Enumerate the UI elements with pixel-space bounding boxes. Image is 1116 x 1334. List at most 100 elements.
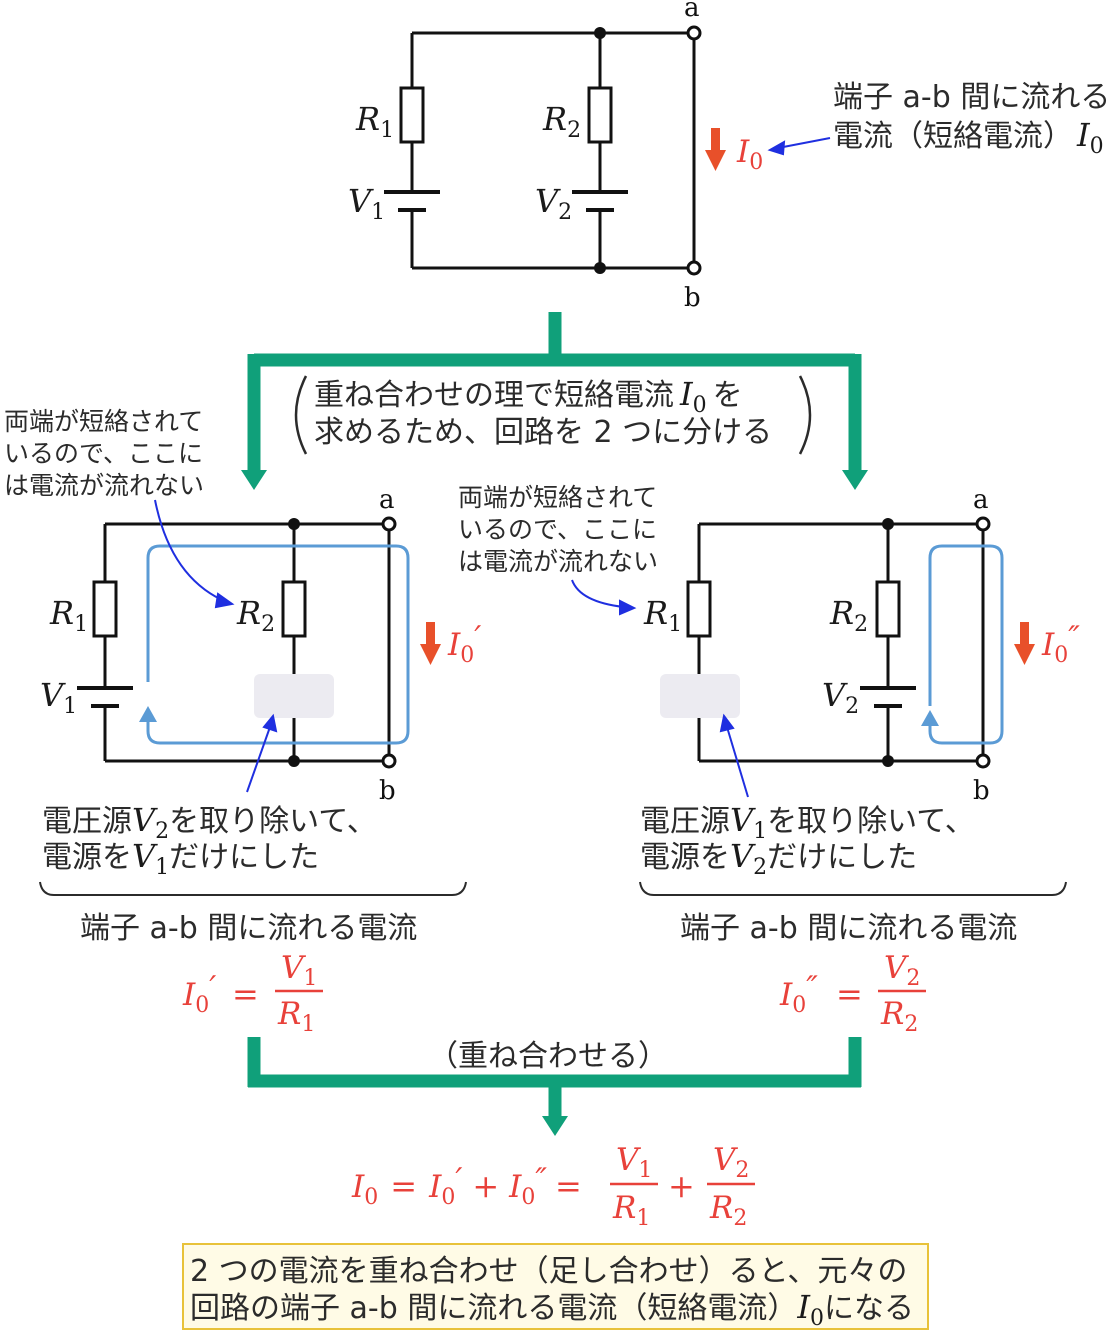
resistor-r1	[92, 580, 118, 638]
terminal-a-label: a	[684, 0, 700, 23]
removed-source-v2	[254, 674, 334, 718]
terminal-a	[686, 25, 702, 41]
right-brace	[639, 881, 1067, 896]
terminal-b	[975, 753, 991, 769]
right-removed-pointer	[719, 713, 749, 798]
merge-flow-arrow	[247, 1037, 862, 1118]
top-circuit	[384, 31, 696, 270]
formula-v2: V2	[884, 950, 920, 991]
right-note-line3: は電流が流れない	[458, 547, 658, 576]
formula-r1: R1	[277, 996, 315, 1037]
right-note-line2: いるので、ここに	[458, 515, 657, 544]
junction-dot	[882, 755, 894, 767]
terminal-b-label: b	[684, 283, 701, 313]
terminal-a-label: a	[973, 485, 989, 515]
removed-source-v1	[660, 674, 740, 718]
left-current-label: 端子 a-b 間に流れる電流	[80, 911, 417, 946]
right-current-label: 端子 a-b 間に流れる電流	[680, 911, 1017, 946]
junction-dot	[594, 27, 606, 39]
final-v1: V1	[616, 1142, 652, 1183]
left-note-pointer	[154, 499, 235, 609]
equals-sign: =	[836, 975, 863, 1013]
equals-sign: =	[232, 975, 259, 1013]
current-arrow-i0-prime	[420, 622, 441, 665]
left-formula: I0′ = V1 R1	[182, 950, 323, 1037]
current-arrow-i0	[705, 128, 726, 171]
terminal-b-label: b	[379, 776, 396, 806]
i0-dprime-label: I0″	[1041, 620, 1080, 668]
final-r2: R2	[709, 1190, 747, 1231]
terminal-a	[975, 516, 991, 532]
right-caption-line1: 電圧源V1を取り除いて、	[640, 801, 975, 844]
conclusion-box	[182, 1243, 929, 1330]
left-note-line3: は電流が流れない	[4, 471, 204, 500]
conclusion-line1: 2 つの電流を重ね合わせ（足し合わせ）ると、元々の	[190, 1254, 907, 1289]
r2-label: R2	[829, 594, 868, 637]
left-brace	[39, 881, 467, 896]
paren-right	[798, 375, 812, 455]
r2-label: R2	[542, 100, 581, 143]
right-caption-line2: 電源をV2だけにした	[640, 837, 917, 880]
conclusion-line2: 回路の端子 a-b 間に流れる電流（短絡電流）I0になる	[190, 1288, 914, 1331]
paren-left	[294, 375, 308, 455]
battery-v1	[384, 190, 440, 212]
current-arrow-i0-dprime	[1014, 622, 1035, 665]
left-caption-line2: 電源をV1だけにした	[42, 837, 319, 880]
top-callout-line1: 端子 a-b 間に流れる	[833, 80, 1110, 115]
loop-arrowhead	[139, 706, 157, 722]
plus-sign: +	[668, 1167, 695, 1205]
r2-label: R2	[236, 594, 275, 637]
left-caption-line1: 電圧源V2を取り除いて、	[42, 801, 377, 844]
split-text-line2: 求めるため、回路を 2 つに分ける	[314, 415, 772, 450]
battery-v2	[860, 686, 916, 708]
battery-v1	[77, 686, 133, 708]
battery-v2	[572, 190, 628, 212]
junction-dot	[288, 518, 300, 530]
pointer-arrow	[767, 137, 831, 156]
v2-label: V2	[822, 676, 859, 719]
formula-i0-dprime: I0″	[779, 970, 818, 1018]
merge-text: （重ね合わせる）	[428, 1039, 668, 1074]
current-loop	[146, 544, 410, 745]
resistor-r1	[399, 86, 425, 144]
v1-label: V1	[348, 182, 385, 225]
split-flow-arrow	[247, 312, 862, 472]
final-lhs: I0=I0′+I0″=	[351, 1162, 582, 1210]
split-arrowhead-left	[241, 470, 267, 490]
merge-arrowhead	[542, 1116, 568, 1136]
formula-v1: V1	[281, 950, 317, 991]
left-note-line1: 両端が短絡されて	[4, 407, 203, 436]
formula-i0-prime: I0′	[182, 970, 216, 1018]
right-formula: I0″ = V2 R2	[779, 950, 926, 1037]
r1-label: R1	[355, 100, 394, 143]
formula-r2: R2	[880, 996, 918, 1037]
resistor-r2	[875, 580, 901, 638]
final-r1: R1	[612, 1190, 650, 1231]
left-note-line2: いるので、ここに	[4, 439, 203, 468]
resistor-r2	[587, 86, 613, 144]
right-note-pointer	[571, 579, 637, 616]
final-formula: I0=I0′+I0″= V1 R1 + V2 R2	[351, 1142, 755, 1231]
terminal-b	[381, 753, 397, 769]
terminal-b-label: b	[973, 776, 990, 806]
v1-label: V1	[40, 676, 77, 719]
resistor-r1	[686, 580, 712, 638]
left-circuit	[77, 522, 391, 763]
right-note-line1: 両端が短絡されて	[458, 483, 657, 512]
terminal-a	[381, 516, 397, 532]
junction-dot	[288, 755, 300, 767]
current-loop	[928, 544, 1004, 745]
i0-prime-label: I0′	[447, 620, 481, 668]
i0-label: I0	[736, 134, 763, 175]
left-removed-pointer	[246, 713, 278, 793]
junction-dot	[594, 262, 606, 274]
terminal-a-label: a	[379, 485, 395, 515]
right-circuit	[686, 522, 985, 763]
final-v2: V2	[713, 1142, 749, 1183]
top-callout-line2: 電流（短絡電流）I0	[833, 116, 1104, 159]
terminal-b	[686, 260, 702, 276]
loop-arrowhead	[921, 710, 939, 726]
